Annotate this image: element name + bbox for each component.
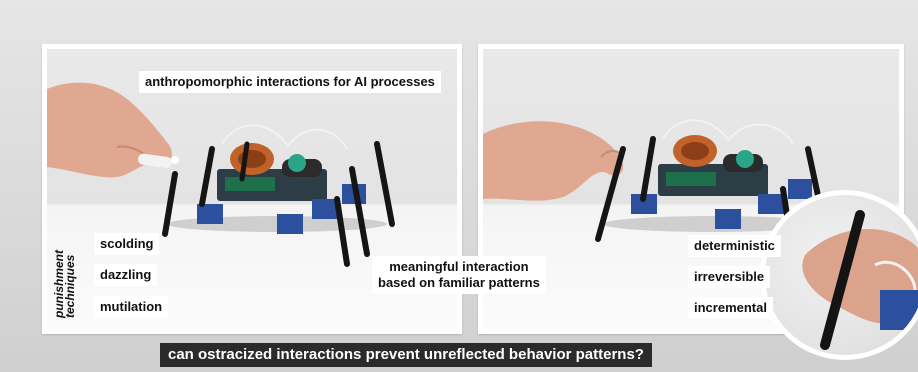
left-photo-panel: anthropomorphic interactions for AI proc… [42, 44, 462, 334]
property-irreversible: irreversible [688, 266, 771, 288]
property-deterministic: deterministic [688, 235, 781, 257]
closeup-inset [760, 190, 918, 360]
right-photo-panel [478, 44, 904, 334]
punishment-techniques-label: punishment techniques [52, 250, 77, 318]
technique-dazzling: dazzling [94, 264, 158, 286]
robot-photo-right [483, 119, 826, 257]
property-incremental: incremental [688, 297, 773, 319]
technique-scolding: scolding [94, 233, 160, 255]
robot-photo-left [47, 82, 395, 267]
bottom-caption: can ostracized interactions prevent unre… [160, 343, 652, 367]
closeup-photo [802, 210, 918, 350]
center-label: meaningful interaction based on familiar… [372, 256, 546, 294]
title-label: anthropomorphic interactions for AI proc… [139, 71, 441, 93]
technique-mutilation: mutilation [94, 296, 169, 318]
